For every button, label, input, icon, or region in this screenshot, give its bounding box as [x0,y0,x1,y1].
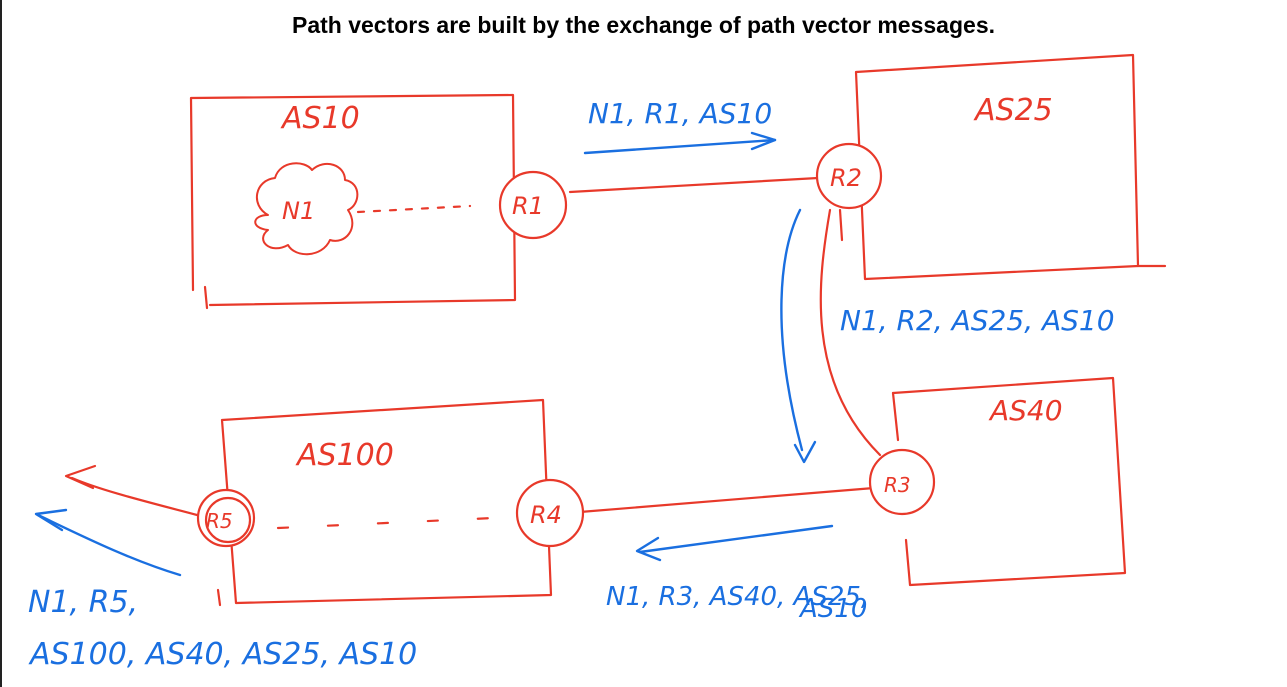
as40-box [891,376,1127,587]
r5-r4-dotted [276,515,517,530]
link-r2-r3 [819,208,882,457]
as10-box-corner [203,285,209,310]
router-r4-circle [515,478,585,548]
msg-arrow-3 [638,524,834,554]
as40-box-edge [891,391,900,442]
link-r5-out [70,476,199,517]
msg-arrow-4-head [34,508,68,532]
n1-label: N1 [282,197,315,225]
as10-label: AS10 [280,101,360,136]
n1-r1-dotted [356,204,472,214]
link-r1-r2 [568,176,820,194]
message-4-line2: AS100, AS40, AS25, AS10 [28,637,417,672]
router-r1-label: R1 [512,192,544,220]
as100-box-tick [216,588,222,607]
message-1-label: N1, R1, AS10 [588,97,772,130]
router-r5-label: R5 [206,509,233,533]
message-3-line2: AS10 [798,594,867,624]
as40-label: AS40 [988,394,1063,427]
router-r3-label: R3 [884,473,911,497]
msg-arrow-2-head [793,440,817,464]
as25-box [854,53,1140,281]
diagram-title: Path vectors are built by the exchange o… [291,12,996,38]
router-r5-circle-inner [204,496,252,544]
link-r2-r3-b [838,208,844,242]
left-edge-line [0,0,2,687]
msg-arrow-4 [36,513,182,577]
n1-cloud-icon [254,162,359,256]
link-r3-r4 [578,486,876,514]
router-r1-circle [498,170,568,240]
link-r5-out-arrowhead [64,464,97,490]
msg-arrow-2 [780,208,804,452]
message-4-line1: N1, R5, [28,585,138,620]
as100-label: AS100 [295,438,394,473]
router-r2-circle [815,142,883,210]
router-r2-label: R2 [830,164,862,192]
msg-arrow-1 [583,138,777,155]
as100-box [220,398,553,605]
message-3-line1: N1, R3, AS40, AS25, [606,582,869,612]
msg-arrow-1-head [750,131,777,151]
router-r3-circle [868,448,936,516]
message-2-label: N1, R2, AS25, AS10 [840,304,1115,337]
router-r4-label: R4 [530,501,562,529]
msg-arrow-3-head [635,536,662,562]
as25-label: AS25 [973,93,1053,128]
